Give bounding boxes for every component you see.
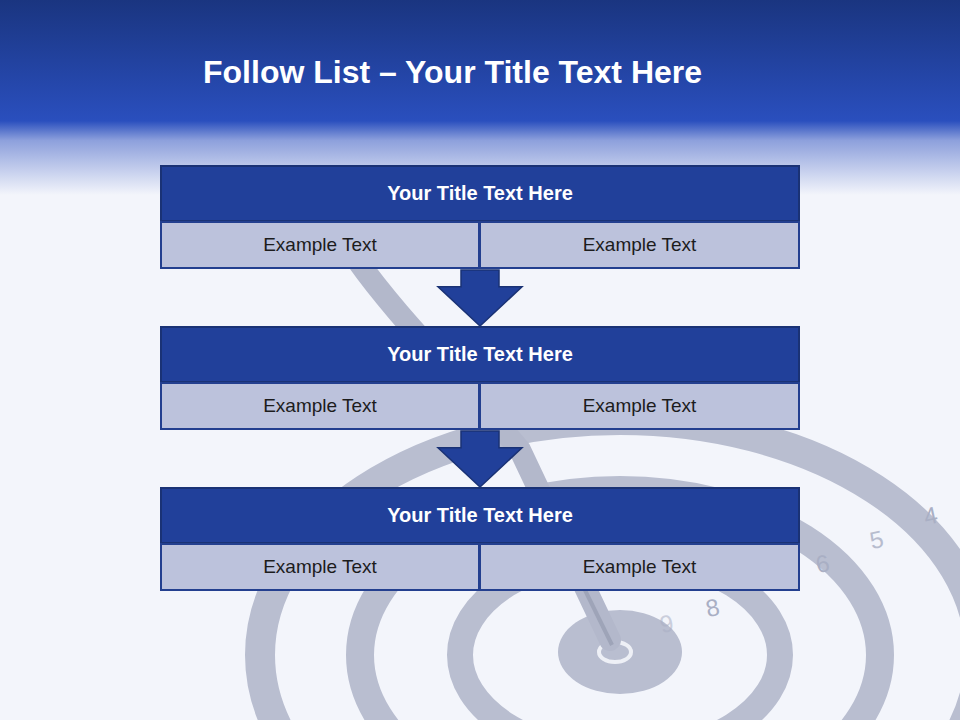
cell-text: Example Text (263, 395, 377, 417)
step-heading: Your Title Text Here (160, 165, 800, 222)
cell-text: Example Text (583, 395, 697, 417)
step-heading: Your Title Text Here (160, 487, 800, 544)
example-cell: Example Text (160, 221, 480, 269)
example-cell: Example Text (479, 382, 800, 430)
example-cell: Example Text (160, 543, 480, 591)
cell-text: Example Text (583, 556, 697, 578)
example-cell: Example Text (479, 543, 800, 591)
slide-title: Follow List – Your Title Text Here (203, 54, 702, 91)
step-group: Your Title Text HereExample Text Example … (160, 487, 800, 591)
dartboard-rings (260, 420, 960, 720)
flow-arrow (438, 270, 522, 326)
flow-arrow (438, 431, 522, 487)
step-group: Your Title Text HereExample Text Example … (160, 326, 800, 430)
cell-text: Example Text (583, 234, 697, 256)
example-cell: Example Text (160, 382, 480, 430)
cell-text: Example Text (263, 234, 377, 256)
step-heading: Your Title Text Here (160, 326, 800, 383)
step-group: Your Title Text HereExample Text Example … (160, 165, 800, 269)
example-cell: Example Text (479, 221, 800, 269)
cell-text: Example Text (263, 556, 377, 578)
